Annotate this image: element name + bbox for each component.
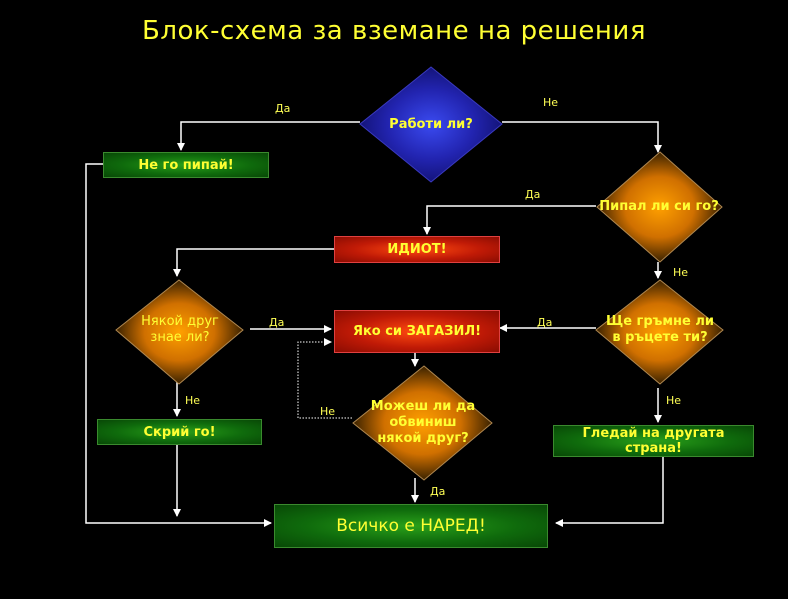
box-look-away: Гледай на другата страна! — [553, 425, 754, 457]
label-blame-no: Не — [320, 405, 336, 418]
page-title: Блок-схема за вземане на решения — [142, 16, 646, 46]
label-willblow-no: Не — [666, 394, 682, 407]
connector-touched-yes — [423, 205, 596, 235]
label-works-no: Не — [543, 96, 559, 109]
connector-works-yes — [177, 121, 360, 151]
label-works-yes: Да — [275, 102, 291, 115]
box-hide: Скрий го! — [97, 419, 262, 445]
label-blame-yes: Да — [430, 485, 446, 498]
decision-will-blow-text: Ще гръмне ли в ръцете ти? — [605, 314, 715, 345]
decision-blame — [352, 365, 493, 481]
connector-blame-no — [297, 338, 352, 419]
decision-works — [359, 66, 503, 183]
decision-works-text: Работи ли? — [389, 117, 473, 132]
connector-works-no — [502, 121, 662, 153]
box-screwed: Яко си ЗАГАЗИЛ! — [334, 310, 500, 353]
label-friend-no: Не — [185, 394, 201, 407]
decision-will-blow — [595, 279, 724, 385]
label-touched-yes: Да — [525, 188, 541, 201]
decision-touched-text: Пипал ли си го? — [599, 199, 719, 214]
decision-friend-knows-text: Някой друг знае ли? — [141, 314, 219, 345]
label-willblow-yes: Да — [537, 316, 553, 329]
label-touched-no: Не — [673, 266, 689, 279]
connector-lookaway-ok — [555, 457, 664, 527]
connector-idiot-friend — [173, 248, 334, 277]
box-idiot: ИДИОТ! — [334, 236, 500, 263]
label-friend-yes: Да — [269, 316, 285, 329]
connector-dontouch-ok — [85, 163, 272, 527]
box-dont-touch: Не го пипай! — [103, 152, 269, 178]
decision-friend-knows — [115, 279, 244, 385]
decision-touched — [596, 151, 723, 263]
box-all-ok: Всичко е НАРЕД! — [274, 504, 548, 548]
decision-blame-text: Можеш ли да обвиниш някой друг? — [370, 399, 476, 446]
